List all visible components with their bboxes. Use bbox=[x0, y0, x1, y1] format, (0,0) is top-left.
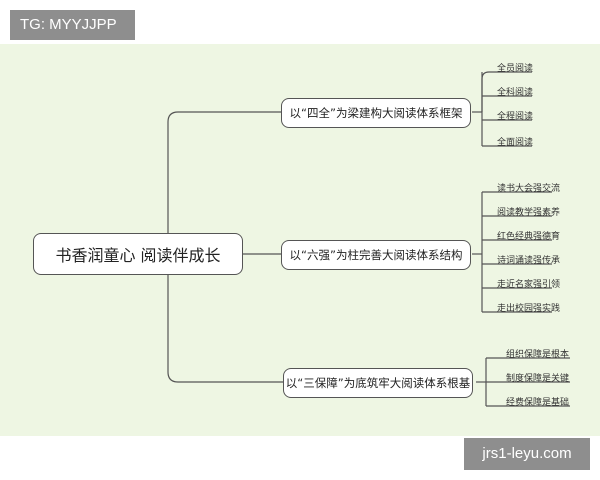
leaf-node[interactable]: 诗词诵读强传承 bbox=[497, 256, 561, 266]
leaf-node[interactable]: 全面阅读 bbox=[497, 138, 534, 148]
leaf-node[interactable]: 经费保障是基础 bbox=[506, 398, 570, 408]
branch-node-six-strong[interactable]: 以“六强”为柱完善大阅读体系结构 bbox=[281, 240, 471, 270]
leaf-node[interactable]: 全程阅读 bbox=[497, 112, 534, 122]
leaf-node[interactable]: 制度保障是关键 bbox=[506, 374, 570, 384]
watermark-bottom: jrs1-leyu.com bbox=[464, 438, 590, 470]
leaf-node[interactable]: 红色经典强德育 bbox=[497, 232, 561, 242]
branch-node-three-guarantee[interactable]: 以“三保障”为底筑牢大阅读体系根基 bbox=[283, 368, 473, 398]
watermark-top: TG: MYYJJPP bbox=[10, 10, 135, 40]
branch-node-four-all[interactable]: 以“四全”为梁建构大阅读体系框架 bbox=[281, 98, 471, 128]
leaf-node[interactable]: 组织保障是根本 bbox=[506, 350, 570, 360]
leaf-node[interactable]: 走近名家强引领 bbox=[497, 280, 561, 290]
leaf-node[interactable]: 全员阅读 bbox=[497, 64, 534, 74]
root-node[interactable]: 书香润童心 阅读伴成长 bbox=[33, 233, 243, 275]
leaf-node[interactable]: 走出校园强实践 bbox=[497, 304, 561, 314]
leaf-node[interactable]: 读书大会强交流 bbox=[497, 184, 561, 194]
leaf-node[interactable]: 阅读教学强素养 bbox=[497, 208, 561, 218]
leaf-node[interactable]: 全科阅读 bbox=[497, 88, 534, 98]
